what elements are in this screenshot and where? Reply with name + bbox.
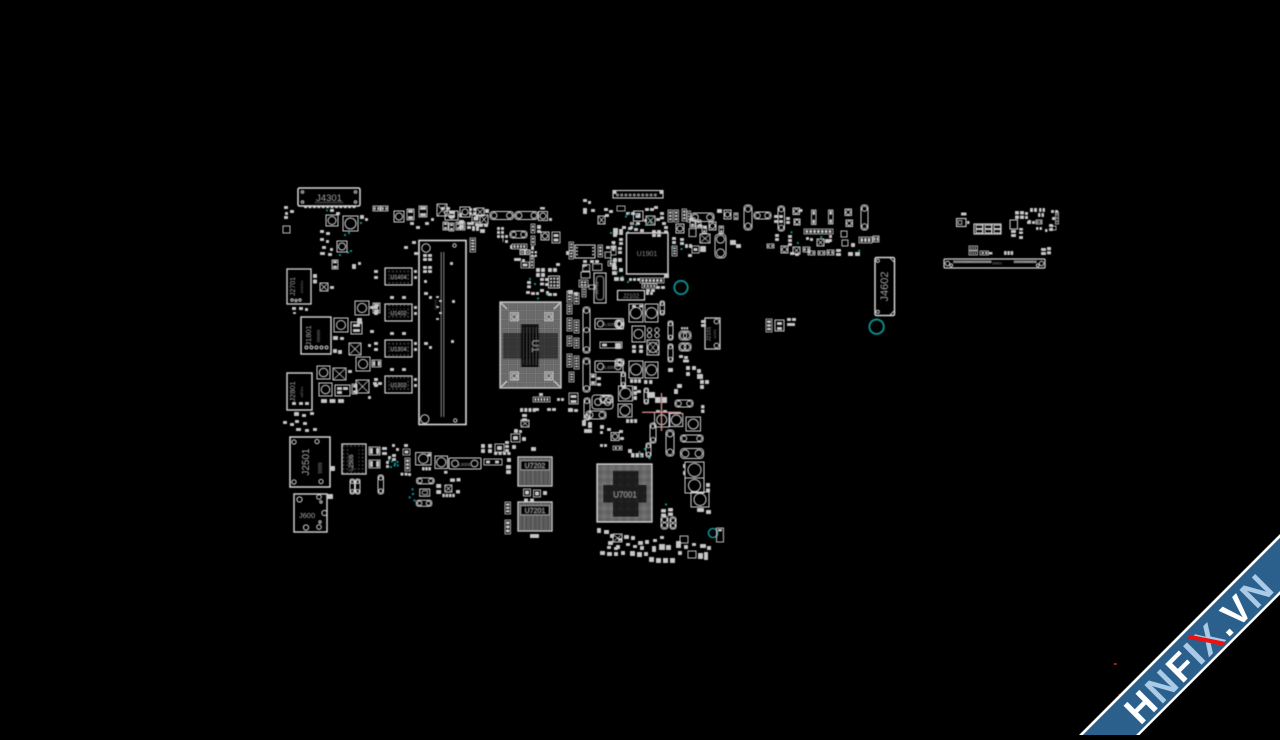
svg-text:9999: 9999 — [318, 462, 324, 473]
svg-text:J2102: J2102 — [623, 294, 640, 300]
svg-text:L9300: L9300 — [458, 462, 472, 468]
svg-text:U1404: U1404 — [390, 275, 406, 281]
svg-text:U1: U1 — [529, 340, 540, 353]
svg-text:U7202: U7202 — [525, 463, 546, 470]
svg-text:J4301: J4301 — [316, 193, 342, 204]
svg-text:U7201: U7201 — [525, 508, 546, 515]
svg-text:J0701: J0701 — [594, 281, 600, 294]
svg-text:J2801: J2801 — [288, 381, 297, 401]
svg-text:PL5000: PL5000 — [602, 322, 618, 327]
svg-text:PL6000: PL6000 — [602, 365, 618, 370]
svg-text:x801x: x801x — [299, 387, 304, 398]
svg-text:J2101: J2101 — [707, 327, 713, 342]
svg-text:xxxxxxxxxxxxxxxxxx: xxxxxxxxxxxxxxxxxx — [315, 201, 344, 205]
svg-text:J600: J600 — [299, 511, 315, 520]
svg-text:U1402: U1402 — [390, 311, 406, 317]
svg-text:U7001: U7001 — [613, 491, 637, 500]
svg-text:J4602: J4602 — [879, 272, 891, 302]
svg-text:J2701: J2701 — [290, 277, 297, 296]
svg-text:x2x01x: x2x01x — [299, 281, 304, 294]
svg-text:34501: 34501 — [992, 262, 1002, 266]
svg-text:x2x01: x2x01 — [713, 329, 717, 339]
svg-text:U1901: U1901 — [637, 251, 658, 258]
svg-text:U1302: U1302 — [390, 383, 406, 389]
svg-text:99999: 99999 — [316, 329, 321, 342]
svg-text:L2506: L2506 — [349, 454, 355, 471]
svg-text:U1304: U1304 — [390, 347, 406, 353]
svg-text:J1500: J1500 — [433, 299, 438, 311]
svg-text:J2501: J2501 — [301, 448, 312, 476]
svg-text:J1801: J1801 — [304, 325, 313, 345]
